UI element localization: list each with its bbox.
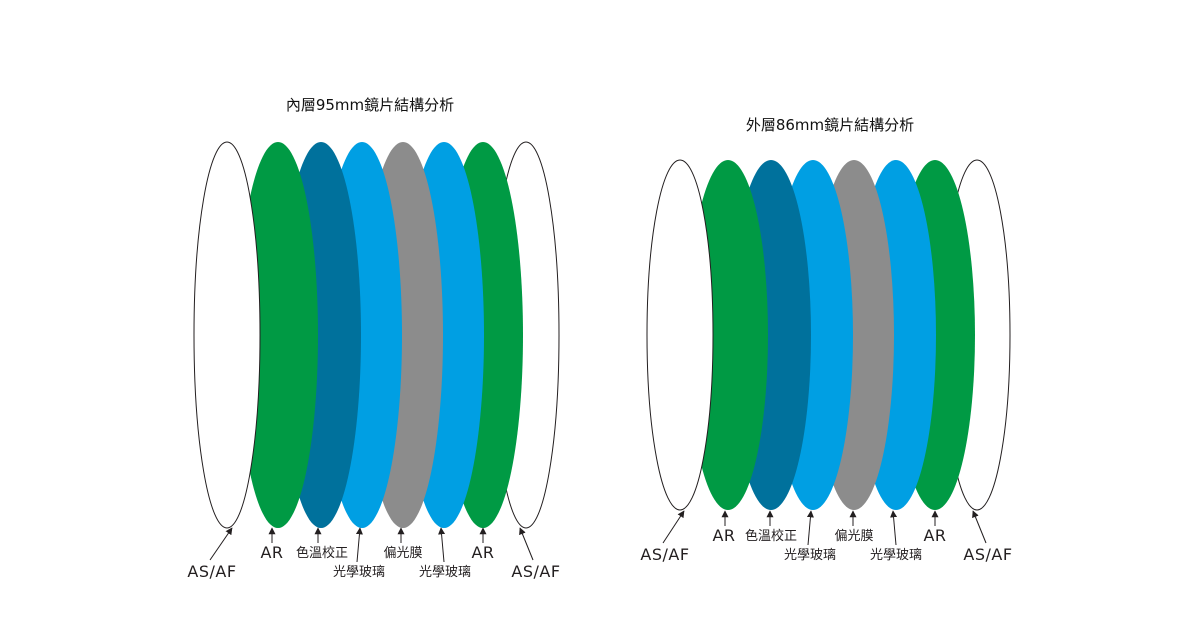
inner-label-as-af-left: AS/AF xyxy=(187,562,236,581)
inner-label-polarizer: 偏光膜 xyxy=(383,546,422,561)
outer-layer-stack xyxy=(646,159,1011,511)
outer-layer-labels: AS/AF AR 色溫校正 光學玻璃 偏光膜 光學玻璃 AR AS/AF xyxy=(640,526,1012,564)
inner-diagram-title: 內層95mm鏡片結構分析 xyxy=(286,96,454,114)
inner-label-ar-right: AR xyxy=(471,543,494,562)
inner-layer-ellipse-8 xyxy=(193,141,261,529)
inner-arrow-8 xyxy=(519,527,534,561)
outer-label-polarizer: 偏光膜 xyxy=(834,529,873,544)
outer-label-ar-right: AR xyxy=(923,526,946,545)
inner-arrow-1 xyxy=(209,527,233,561)
inner-label-color-correction: 色溫校正 xyxy=(296,545,348,561)
inner-arrow-4 xyxy=(355,527,363,563)
inner-label-ar-left: AR xyxy=(260,543,283,562)
inner-layer-arrows xyxy=(209,527,534,563)
inner-layer-labels: AS/AF AR 色溫校正 光學玻璃 偏光膜 光學玻璃 AR AS/AF xyxy=(187,543,560,581)
outer-label-as-af-right: AS/AF xyxy=(963,545,1012,564)
outer-label-ar-left: AR xyxy=(712,526,735,545)
outer-arrow-1 xyxy=(662,510,685,544)
inner-arrow-6 xyxy=(438,527,446,563)
inner-lens-diagram: 內層95mm鏡片結構分析 AS/AF AR 色溫校正 光學玻璃 xyxy=(187,96,560,581)
inner-label-optical-glass-1: 光學玻璃 xyxy=(333,565,385,580)
outer-arrow-4 xyxy=(806,510,814,546)
outer-label-color-correction: 色溫校正 xyxy=(745,528,797,544)
inner-layer-ellipse-7 xyxy=(238,142,318,528)
outer-layer-arrows xyxy=(662,510,987,546)
inner-layer-stack xyxy=(193,141,560,529)
inner-label-as-af-right: AS/AF xyxy=(511,562,560,581)
outer-layer-ellipse-8 xyxy=(646,159,714,511)
outer-label-as-af-left: AS/AF xyxy=(640,545,689,564)
inner-label-optical-glass-2: 光學玻璃 xyxy=(419,565,471,580)
outer-label-optical-glass-1: 光學玻璃 xyxy=(784,548,836,563)
outer-arrow-6 xyxy=(890,510,898,546)
outer-label-optical-glass-2: 光學玻璃 xyxy=(870,548,922,563)
outer-diagram-title: 外層86mm鏡片結構分析 xyxy=(746,116,914,134)
outer-lens-diagram: 外層86mm鏡片結構分析 AS/AF AR 色溫校正 光學玻璃 xyxy=(640,116,1012,564)
outer-arrow-8 xyxy=(972,510,987,544)
